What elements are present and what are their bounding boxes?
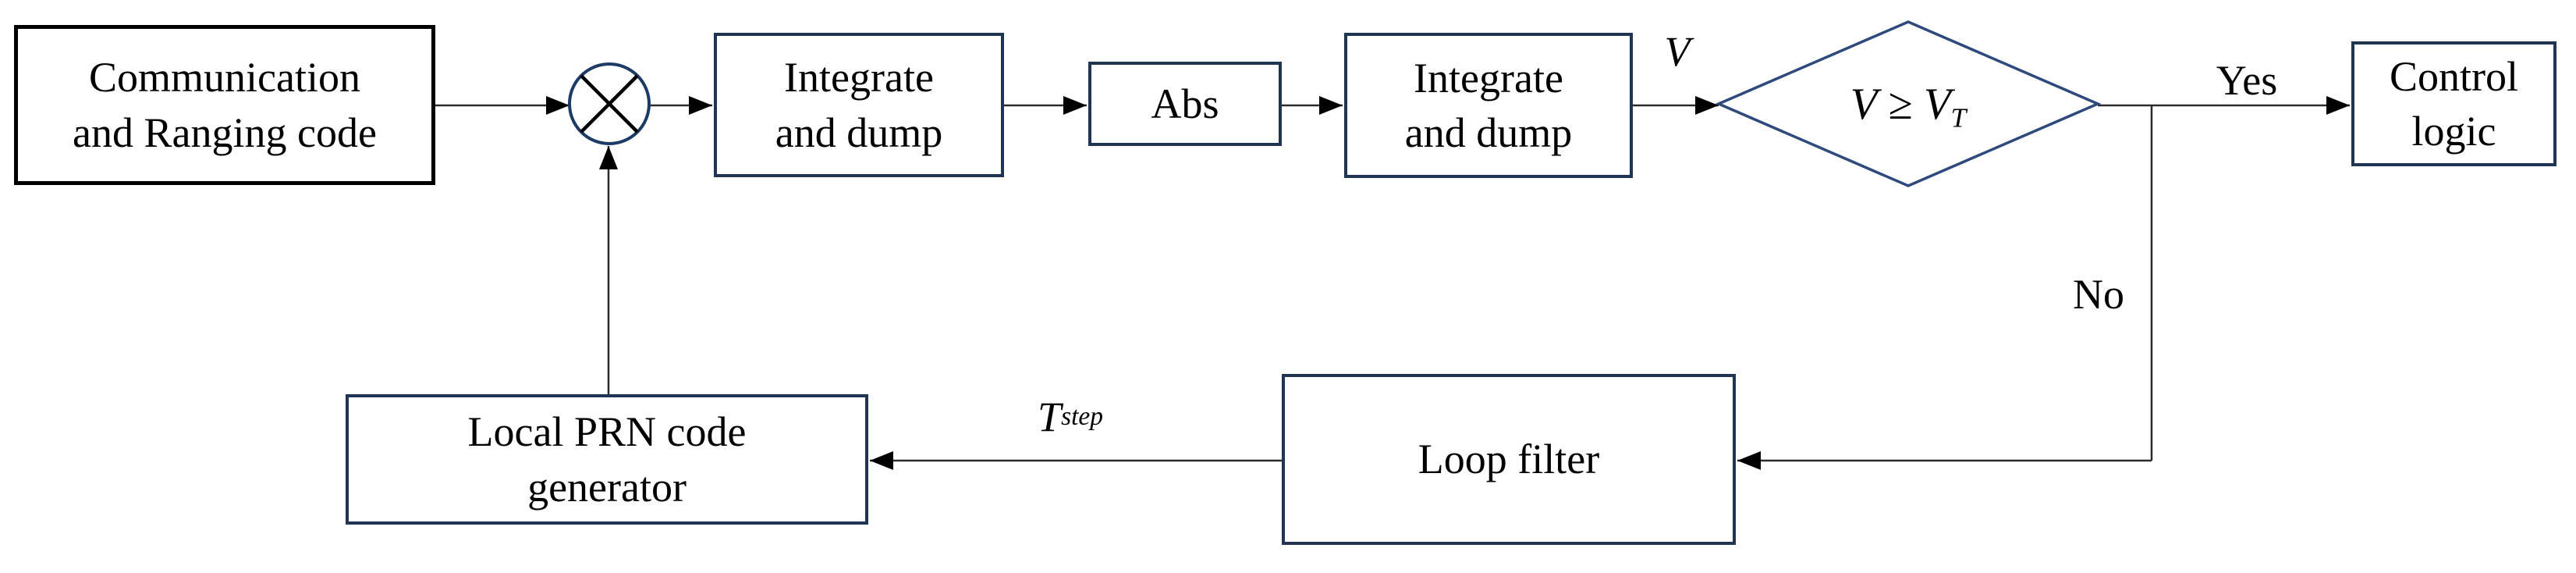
node-integrate-and-dump-2: Integrate and dump bbox=[1344, 33, 1633, 178]
node-label: Loop filter bbox=[1418, 436, 1600, 483]
multiplier-mixer-icon bbox=[568, 62, 651, 145]
node-label: Integrate and dump bbox=[775, 54, 943, 156]
decision-diamond-shape bbox=[1715, 20, 2102, 187]
decision-lhs: V bbox=[1850, 79, 1878, 129]
node-label: Local PRN code generator bbox=[467, 408, 747, 511]
node-label: Control logic bbox=[2389, 52, 2518, 155]
node-label: Communication and Ranging code bbox=[73, 54, 377, 156]
t-step-base: T bbox=[1038, 393, 1062, 440]
node-control-logic: Control logic bbox=[2351, 41, 2556, 166]
branch-label-no: No bbox=[2073, 271, 2124, 318]
node-abs: Abs bbox=[1088, 62, 1282, 146]
signal-label-v: V bbox=[1664, 28, 1691, 75]
node-label: Abs bbox=[1151, 80, 1219, 127]
decision-rhs: VT bbox=[1923, 79, 1967, 133]
node-label: Integrate and dump bbox=[1404, 54, 1573, 156]
node-integrate-and-dump-1: Integrate and dump bbox=[714, 33, 1004, 177]
decision-operator: ≥ bbox=[1888, 79, 1913, 129]
node-loop-filter: Loop filter bbox=[1282, 374, 1736, 545]
branch-label-yes: Yes bbox=[2216, 57, 2278, 104]
node-local-prn-code-generator: Local PRN code generator bbox=[346, 394, 868, 525]
node-communication-ranging-code: Communication and Ranging code bbox=[14, 25, 435, 185]
decision-condition-text: V ≥ VT bbox=[1719, 22, 2098, 186]
